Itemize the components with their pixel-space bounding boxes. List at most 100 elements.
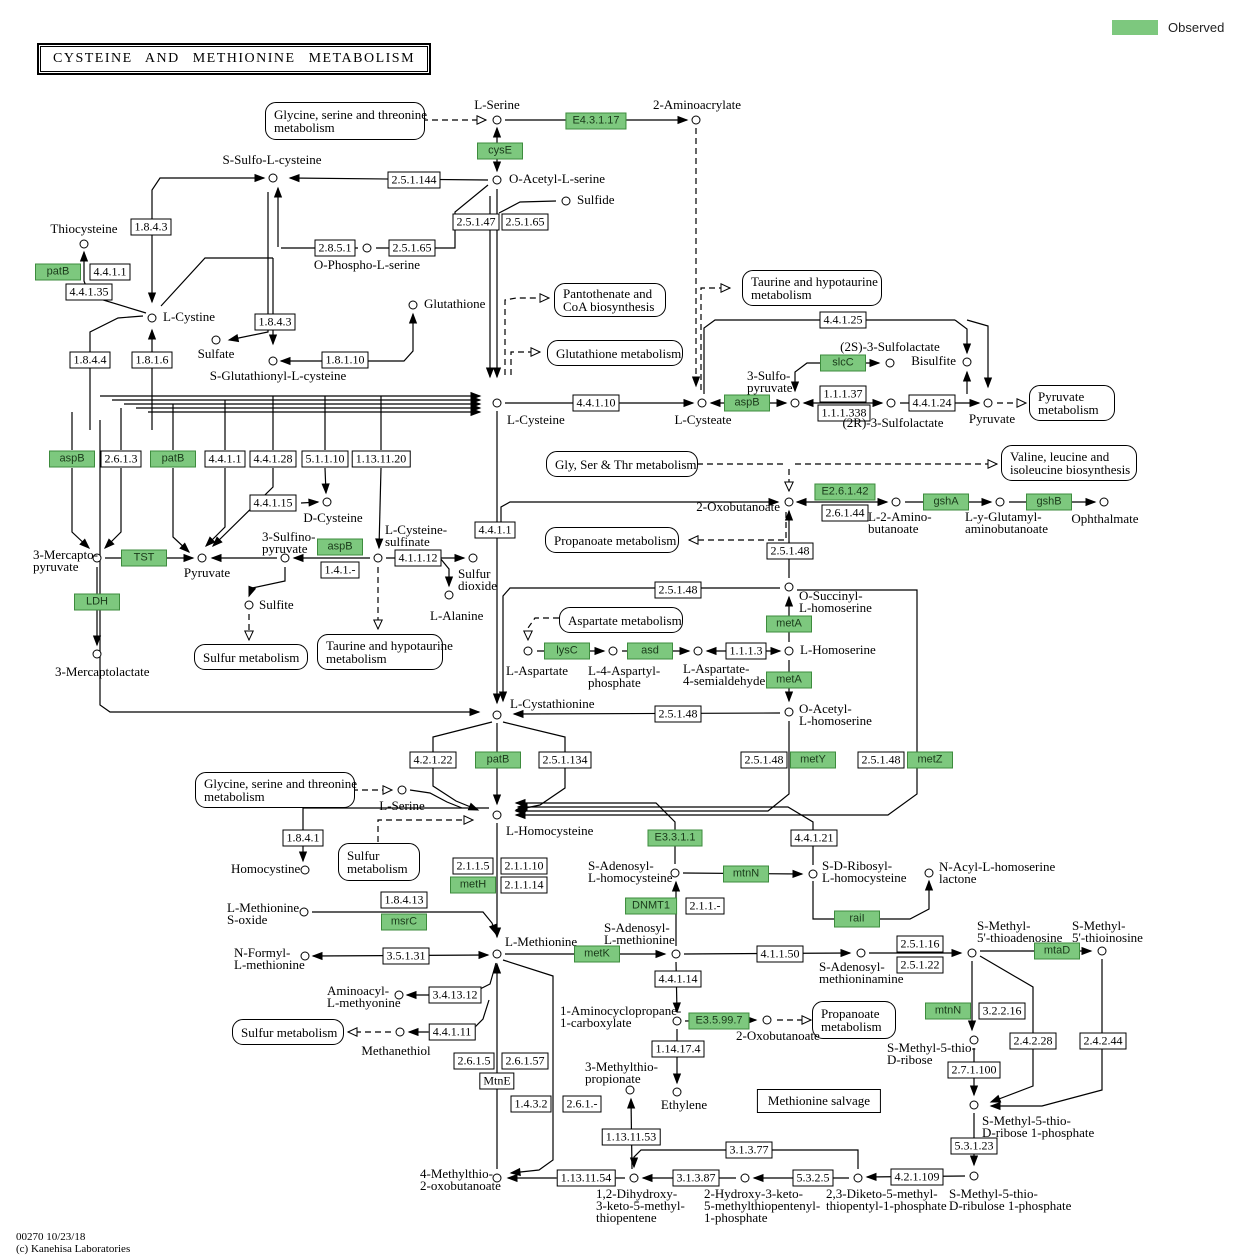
enzyme-box-2-8-5-1[interactable]: 2.8.5.1 xyxy=(314,239,356,257)
observed-gene-box-gsha[interactable]: gshA xyxy=(923,493,969,511)
compound-pyruvate[interactable] xyxy=(983,398,993,408)
enzyme-box-2-5-1-134[interactable]: 2.5.1.134 xyxy=(538,751,592,769)
enzyme-box-4-4-1-14[interactable]: 4.4.1.14 xyxy=(654,970,702,988)
compound-s-glutathionyl-l-cysteine[interactable] xyxy=(268,356,278,366)
compound-3-sulfopyruvate[interactable] xyxy=(790,398,800,408)
enzyme-box-2-5-1-65[interactable]: 2.5.1.65 xyxy=(501,213,549,231)
observed-gene-box-cyse[interactable]: cysE xyxy=(477,142,523,160)
pathway-link-aspartate-metabolism[interactable]: Aspartate metabolism xyxy=(559,607,683,633)
compound-l-homocysteine[interactable] xyxy=(492,810,502,820)
enzyme-box-3-2-2-16[interactable]: 3.2.2.16 xyxy=(978,1002,1026,1020)
compound-2-oxobutanoate-2[interactable] xyxy=(762,1015,772,1025)
compound-l-methionine[interactable] xyxy=(492,949,502,959)
compound-s-methyl-5-thioadenosine[interactable] xyxy=(967,948,977,958)
compound-thiocysteine[interactable] xyxy=(79,239,89,249)
compound-3-methylthiopropionate[interactable] xyxy=(625,1085,635,1095)
compound-s-methyl-5-thio-d-ribose-1-phosphate[interactable] xyxy=(969,1100,979,1110)
enzyme-box-4-1-1-50[interactable]: 4.1.1.50 xyxy=(756,945,804,963)
observed-gene-box-gshb[interactable]: gshB xyxy=(1026,493,1072,511)
enzyme-box-1-13-11-53[interactable]: 1.13.11.53 xyxy=(601,1128,661,1146)
enzyme-box-1-4-3-2[interactable]: 1.4.3.2 xyxy=(510,1095,552,1113)
compound-l-cysteate[interactable] xyxy=(697,398,707,408)
enzyme-box-1-4-1[interactable]: 1.4.1.- xyxy=(320,561,360,579)
compound-d-cysteine[interactable] xyxy=(322,497,332,507)
observed-gene-box-meta[interactable]: metA xyxy=(766,671,812,689)
compound-3-mercaptolactate[interactable] xyxy=(92,649,102,659)
compound-l-cystathionine[interactable] xyxy=(492,710,502,720)
observed-gene-box-aspb[interactable]: aspB xyxy=(317,538,363,556)
enzyme-box-5-3-1-23[interactable]: 5.3.1.23 xyxy=(950,1137,998,1155)
enzyme-box-3-1-3-87[interactable]: 3.1.3.87 xyxy=(672,1169,720,1187)
observed-gene-box-mtnn[interactable]: mtnN xyxy=(723,865,769,883)
observed-gene-box-aspb[interactable]: aspB xyxy=(49,450,95,468)
enzyme-box-2-6-1-57[interactable]: 2.6.1.57 xyxy=(501,1052,549,1070)
observed-gene-box-tst[interactable]: TST xyxy=(121,549,167,567)
compound-l-cysteine[interactable] xyxy=(492,398,502,408)
compound-s-sulfo-l-cysteine[interactable] xyxy=(268,173,278,183)
compound-2s-3-sulfolactate[interactable] xyxy=(885,358,895,368)
enzyme-box-1-8-1-6[interactable]: 1.8.1.6 xyxy=(131,351,173,369)
observed-gene-box-patb[interactable]: patB xyxy=(35,263,81,281)
enzyme-box-5-3-2-5[interactable]: 5.3.2.5 xyxy=(792,1169,834,1187)
compound-homocystine[interactable] xyxy=(300,865,310,875)
enzyme-box-3-1-3-77[interactable]: 3.1.3.77 xyxy=(725,1141,773,1159)
enzyme-box-2-5-1-22[interactable]: 2.5.1.22 xyxy=(896,956,944,974)
enzyme-box-1-1-1-338[interactable]: 1.1.1.338 xyxy=(817,404,871,422)
compound-3-sulfinopyruvate[interactable] xyxy=(280,553,290,563)
compound-s-methyl-5-thio-d-ribose[interactable] xyxy=(969,1035,979,1045)
compound-l-aspartate-4-semialdehyde[interactable] xyxy=(693,646,703,656)
compound-1-2-dihydroxy-3-keto-5-methyl-thiopentene[interactable] xyxy=(629,1173,639,1183)
observed-gene-box-ldh[interactable]: LDH xyxy=(74,593,120,611)
observed-gene-box-msrc[interactable]: msrC xyxy=(381,913,427,931)
observed-gene-box-aspb[interactable]: aspB xyxy=(724,394,770,412)
enzyme-box-3-4-13-12[interactable]: 3.4.13.12 xyxy=(428,986,482,1004)
enzyme-box-2-5-1-65[interactable]: 2.5.1.65 xyxy=(388,239,436,257)
enzyme-box-2-5-1-144[interactable]: 2.5.1.144 xyxy=(387,171,441,189)
enzyme-box-4-2-1-22[interactable]: 4.2.1.22 xyxy=(409,751,457,769)
compound-sulfate[interactable] xyxy=(211,335,221,345)
enzyme-box-2-7-1-100[interactable]: 2.7.1.100 xyxy=(947,1061,1001,1079)
enzyme-box-4-4-1-28[interactable]: 4.4.1.28 xyxy=(249,450,297,468)
pathway-link-propanoate-metabolism[interactable]: Propanoate metabolism xyxy=(545,527,679,553)
compound-l-serine-2[interactable] xyxy=(397,785,407,795)
compound-s-methyl-5-thioinosine[interactable] xyxy=(1097,946,1107,956)
enzyme-box-2-6-1-5[interactable]: 2.6.1.5 xyxy=(453,1052,495,1070)
enzyme-box-2-5-1-48[interactable]: 2.5.1.48 xyxy=(766,542,814,560)
observed-gene-box-metk[interactable]: metK xyxy=(574,945,620,963)
compound-s-methyl-5-thio-d-ribulose-1-phosphate[interactable] xyxy=(969,1171,979,1181)
compound-sulfide[interactable] xyxy=(561,196,571,206)
compound-2r-3-sulfolactate[interactable] xyxy=(886,398,896,408)
enzyme-box-4-4-1-35[interactable]: 4.4.1.35 xyxy=(65,283,113,301)
enzyme-box-1-8-1-10[interactable]: 1.8.1.10 xyxy=(321,351,369,369)
compound-l-2-aminobutanoate[interactable] xyxy=(891,497,901,507)
enzyme-box-4-1-1-12[interactable]: 4.1.1.12 xyxy=(394,549,442,567)
observed-gene-box-mety[interactable]: metY xyxy=(790,751,836,769)
observed-gene-box-slcc[interactable]: slcC xyxy=(820,354,866,372)
compound-2-hydroxy-3-keto-5-methylthiopentenyl-1-phosphate[interactable] xyxy=(740,1173,750,1183)
compound-l-cysteine-sulfinate[interactable] xyxy=(373,553,383,563)
observed-gene-box-patb[interactable]: patB xyxy=(150,450,196,468)
observed-gene-box-meth[interactable]: metH xyxy=(450,876,496,894)
observed-gene-box-patb[interactable]: patB xyxy=(475,751,521,769)
enzyme-box-1-1-1-3[interactable]: 1.1.1.3 xyxy=(725,642,767,660)
enzyme-box-3-5-1-31[interactable]: 3.5.1.31 xyxy=(382,947,430,965)
enzyme-box-1-1-1-37[interactable]: 1.1.1.37 xyxy=(819,385,867,403)
compound-l-4-aspartyl-phosphate[interactable] xyxy=(608,646,618,656)
enzyme-box-4-4-1-11[interactable]: 4.4.1.11 xyxy=(428,1023,476,1041)
enzyme-box-1-8-4-3[interactable]: 1.8.4.3 xyxy=(254,313,296,331)
compound-sulfur-dioxide[interactable] xyxy=(468,553,478,563)
enzyme-box-1-8-4-3[interactable]: 1.8.4.3 xyxy=(130,218,172,236)
compound-sulfite[interactable] xyxy=(244,600,254,610)
enzyme-box-2-5-1-47[interactable]: 2.5.1.47 xyxy=(452,213,500,231)
compound-l-methionine-s-oxide[interactable] xyxy=(299,907,309,917)
enzyme-box-2-5-1-48[interactable]: 2.5.1.48 xyxy=(740,751,788,769)
compound-s-adenosyl-methioninamine[interactable] xyxy=(856,948,866,958)
enzyme-box-2-5-1-48[interactable]: 2.5.1.48 xyxy=(857,751,905,769)
enzyme-box-1-13-11-54[interactable]: 1.13.11.54 xyxy=(556,1169,616,1187)
pathway-link-sulfur-metabolism[interactable]: Sulfur metabolism xyxy=(194,644,308,670)
compound-glutathione[interactable] xyxy=(408,300,418,310)
